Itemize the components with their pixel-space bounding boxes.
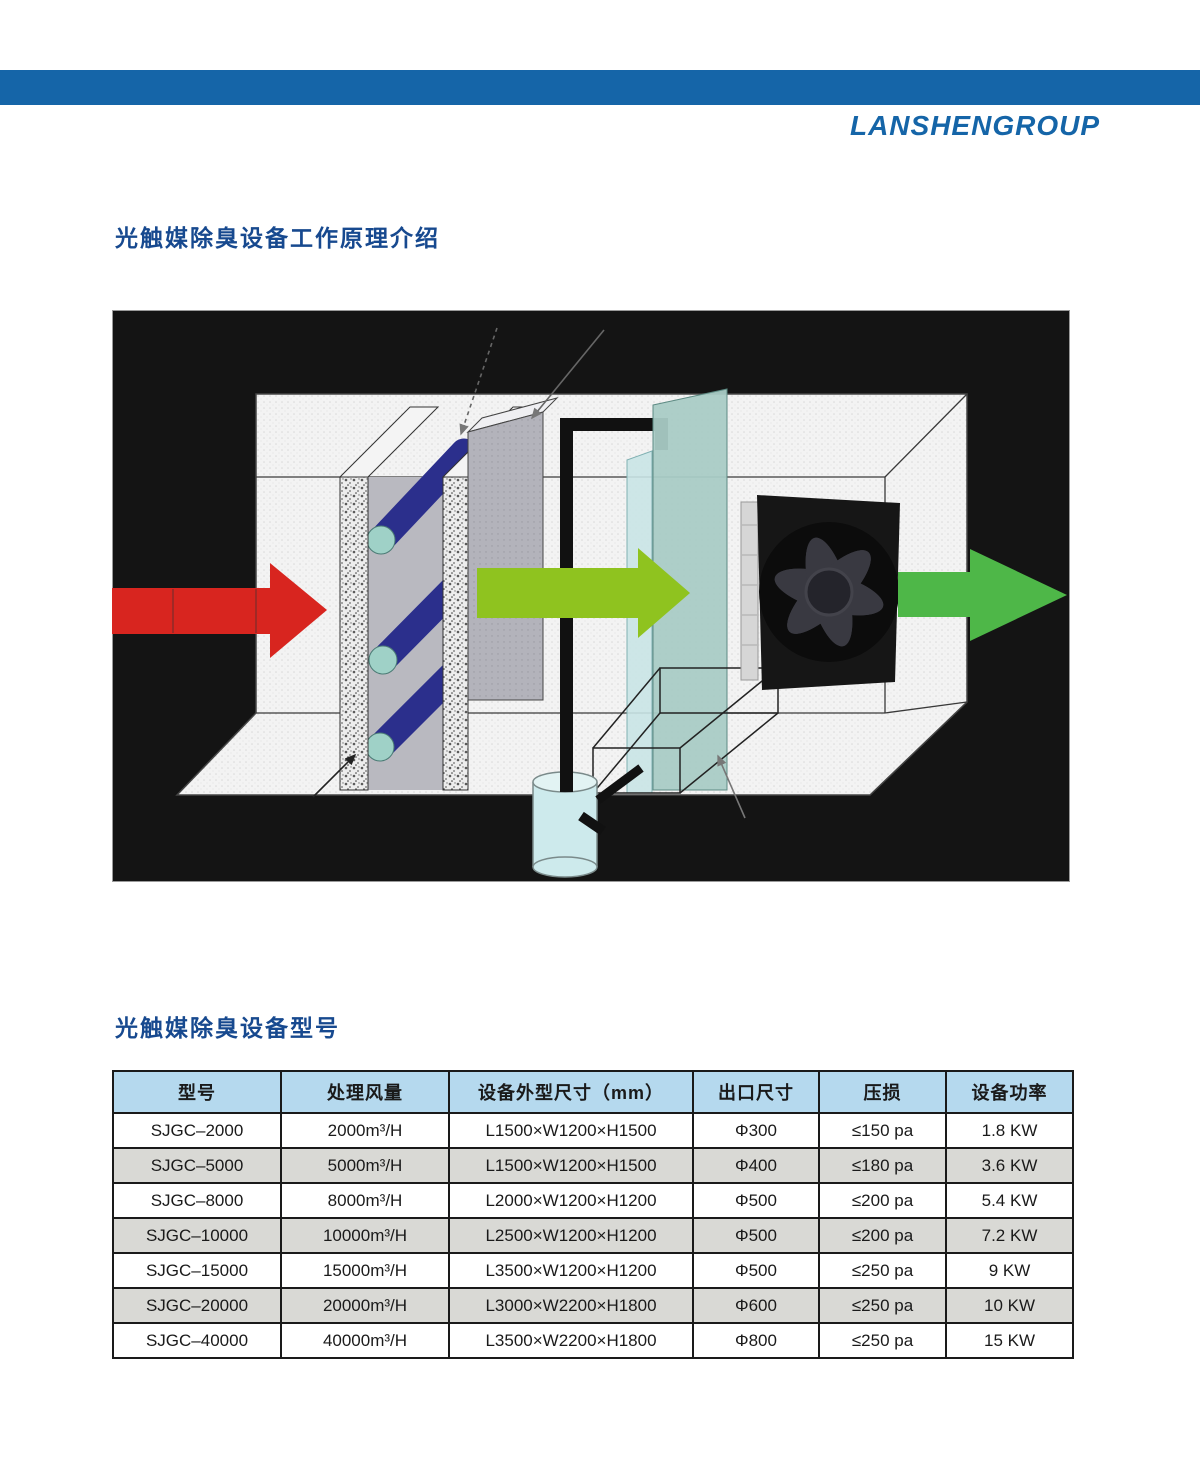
table-cell: ≤250 pa [818, 1287, 947, 1324]
odor-inlet-arrow [112, 563, 327, 658]
table-cell: 10000m³/H [280, 1217, 450, 1254]
table-cell: Φ500 [692, 1182, 820, 1219]
table-cell: SJGC–8000 [112, 1182, 282, 1219]
table-cell: ≤200 pa [818, 1217, 947, 1254]
header-cell: 压损 [818, 1070, 947, 1114]
table-cell: ≤250 pa [818, 1252, 947, 1289]
process-diagram [111, 309, 1071, 883]
table-cell: Φ400 [692, 1147, 820, 1184]
table-cell: 9 KW [945, 1252, 1074, 1289]
table-cell: Φ500 [692, 1217, 820, 1254]
annotation-arrows [312, 327, 746, 819]
table-cell: 5000m³/H [280, 1147, 450, 1184]
drain-pipe-lower [560, 750, 644, 836]
table-cell: Φ800 [692, 1322, 820, 1359]
table-cell: 3.6 KW [945, 1147, 1074, 1184]
table-cell: L2500×W1200×H1200 [448, 1217, 694, 1254]
process-diagram-svg [111, 309, 1071, 883]
exhaust-fan [740, 495, 900, 690]
table-cell: 10 KW [945, 1287, 1074, 1324]
table-cell: SJGC–2000 [112, 1112, 282, 1149]
table-cell: 5.4 KW [945, 1182, 1074, 1219]
table-cell: L1500×W1200×H1500 [448, 1147, 694, 1184]
header-cell: 型号 [112, 1070, 282, 1114]
table-cell: 40000m³/H [280, 1322, 450, 1359]
table-cell: L3000×W2200×H1800 [448, 1287, 694, 1324]
header-cell: 设备功率 [945, 1070, 1074, 1114]
table-cell: SJGC–15000 [112, 1252, 282, 1289]
table-cell: ≤180 pa [818, 1147, 947, 1184]
table-cell: SJGC–40000 [112, 1322, 282, 1359]
section-title-principle: 光触媒除臭设备工作原理介绍 [115, 225, 440, 251]
header-cell: 设备外型尺寸（mm） [448, 1070, 694, 1114]
table-cell: L3500×W1200×H1200 [448, 1252, 694, 1289]
gray-baffle-panel [466, 397, 559, 701]
section-title-models: 光触媒除臭设备型号 [115, 1015, 340, 1041]
clean-air-outlet-arrow [898, 549, 1067, 641]
table-cell: L2000×W1200×H1200 [448, 1182, 694, 1219]
company-logo: LANSHENGROUP [849, 110, 1100, 141]
table-cell: L3500×W2200×H1800 [448, 1322, 694, 1359]
table-cell: ≤200 pa [818, 1182, 947, 1219]
header-cell: 出口尺寸 [692, 1070, 820, 1114]
header-bar [0, 70, 1200, 105]
table-cell: SJGC–5000 [112, 1147, 282, 1184]
table-cell: 8000m³/H [280, 1182, 450, 1219]
header-cell: 处理风量 [280, 1070, 450, 1114]
table-cell: 15000m³/H [280, 1252, 450, 1289]
table-cell: 1.8 KW [945, 1112, 1074, 1149]
table-cell: Φ600 [692, 1287, 820, 1324]
table-cell: 7.2 KW [945, 1217, 1074, 1254]
table-cell: SJGC–20000 [112, 1287, 282, 1324]
table-cell: ≤150 pa [818, 1112, 947, 1149]
collection-box-wireframe [592, 667, 779, 794]
table-cell: Φ500 [692, 1252, 820, 1289]
table-cell: Φ300 [692, 1112, 820, 1149]
table-cell: 20000m³/H [280, 1287, 450, 1324]
models-table-header: 型号处理风量设备外型尺寸（mm）出口尺寸压损设备功率 [112, 1070, 1074, 1114]
table-cell: 2000m³/H [280, 1112, 450, 1149]
table-cell: ≤250 pa [818, 1322, 947, 1359]
table-cell: L1500×W1200×H1500 [448, 1112, 694, 1149]
header-row: 型号处理风量设备外型尺寸（mm）出口尺寸压损设备功率 [112, 1070, 1074, 1114]
table-cell: 15 KW [945, 1322, 1074, 1359]
process-flow-arrow [477, 548, 690, 638]
table-cell: SJGC–10000 [112, 1217, 282, 1254]
